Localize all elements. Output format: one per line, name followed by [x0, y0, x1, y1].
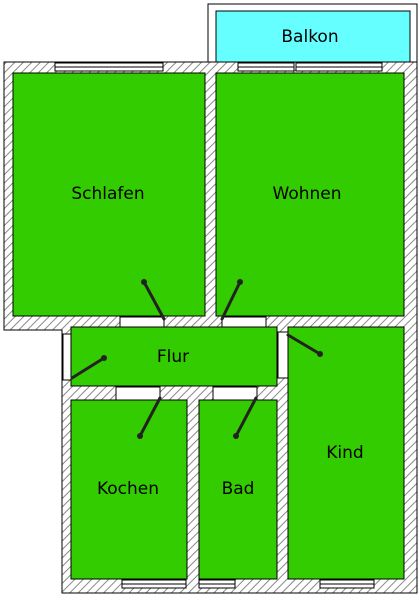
door-wohnen: [221, 316, 267, 328]
door-bad: [212, 386, 258, 401]
label-bad: Bad: [222, 479, 255, 499]
room-kochen: [70, 399, 188, 580]
door-knobs: [101, 279, 323, 439]
label-flur: Flur: [157, 347, 189, 367]
door-schlafen: [119, 316, 165, 328]
label-kind: Kind: [326, 443, 363, 463]
label-schlafen: Schlafen: [71, 184, 144, 204]
door-kochen: [115, 386, 161, 401]
room-wohnen: [215, 72, 405, 317]
room-schlafen: [12, 72, 206, 317]
label-wohnen: Wohnen: [273, 184, 342, 204]
doors: [62, 316, 289, 401]
room-bad: [198, 399, 278, 580]
label-kochen: Kochen: [97, 479, 159, 499]
room-kind: [287, 326, 405, 580]
door-swings: [70, 280, 322, 438]
label-balkon: Balkon: [281, 27, 338, 47]
door-kind: [277, 331, 289, 379]
window-midlines: [55, 66, 382, 585]
balcony-area: [215, 10, 411, 63]
door-flur-entrance: [62, 333, 72, 381]
